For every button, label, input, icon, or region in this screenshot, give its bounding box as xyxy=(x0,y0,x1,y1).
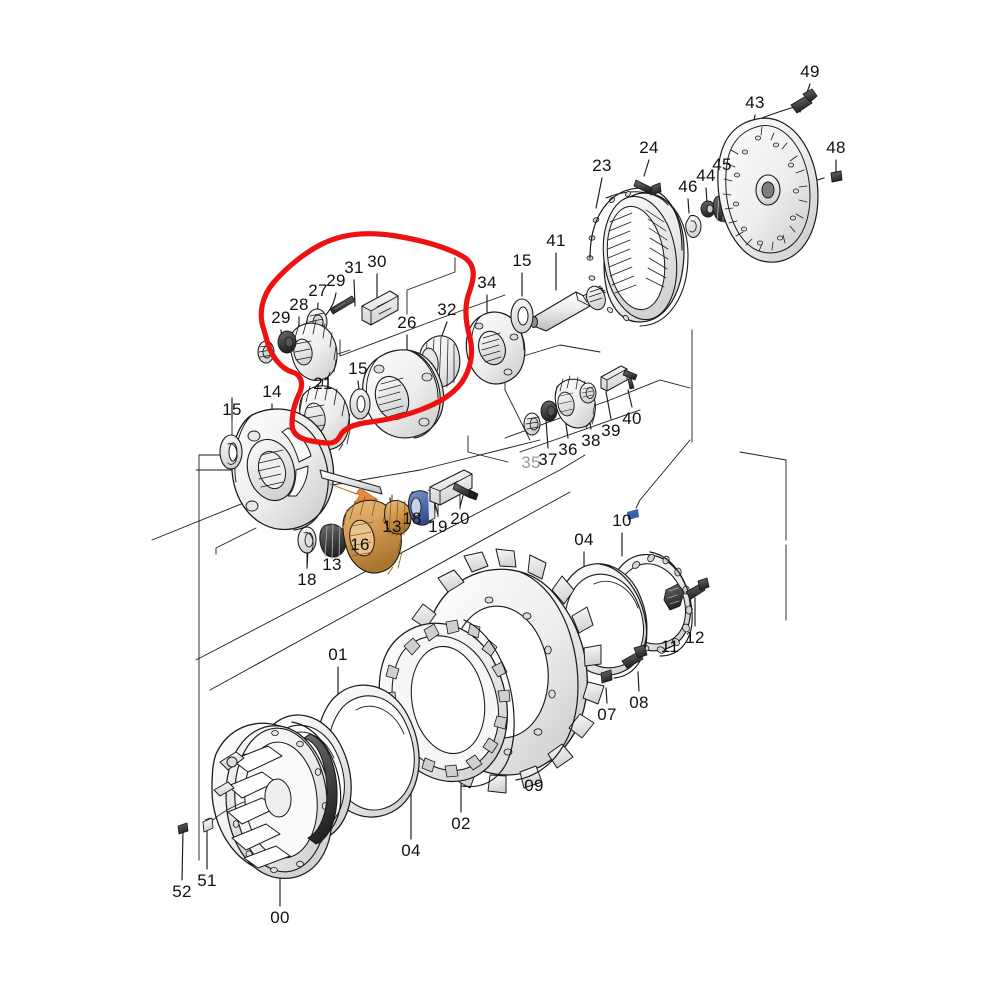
part-label-12: 12 xyxy=(685,628,705,647)
part-label-09: 09 xyxy=(524,776,544,795)
part-label-36: 36 xyxy=(558,440,578,459)
part-label-39: 39 xyxy=(601,421,621,440)
part-07-plug-pin xyxy=(600,669,613,684)
part-label-32: 32 xyxy=(437,300,457,319)
part-label-15: 15 xyxy=(512,251,532,270)
part-label-11: 11 xyxy=(660,637,680,656)
part-label-27: 27 xyxy=(308,281,328,300)
part-13-thrust-washer-b xyxy=(384,498,412,537)
part-00-travel-motor-housing xyxy=(211,722,338,879)
part-39-pin-shaft xyxy=(600,365,628,392)
callout-guide-lines xyxy=(151,257,787,861)
part-19-bushing xyxy=(429,469,473,506)
part-43-cover-plate xyxy=(717,117,819,263)
part-label-19: 19 xyxy=(428,517,448,536)
part-28-spacer-collar xyxy=(277,330,297,354)
part-label-04: 04 xyxy=(574,530,594,549)
part-label-13: 13 xyxy=(322,555,342,574)
part-23-internal-ring-gear xyxy=(586,187,689,327)
part-label-04: 04 xyxy=(401,841,421,860)
part-label-20: 20 xyxy=(450,509,470,528)
part-label-02: 02 xyxy=(451,814,471,833)
part-26-planet-carrier xyxy=(362,349,445,439)
part-12-socket-bolt xyxy=(685,577,710,600)
part-15-thrust-washer-a xyxy=(219,434,243,470)
part-label-10: 10 xyxy=(612,511,632,530)
part-label-51: 51 xyxy=(197,871,217,890)
part-label-18: 18 xyxy=(402,509,422,528)
part-11-retainer-clip xyxy=(663,583,685,611)
part-52-rivet xyxy=(177,822,189,835)
part-label-37: 37 xyxy=(538,450,558,469)
part-27-planet-gear xyxy=(288,319,338,381)
part-30-pin-shaft xyxy=(361,290,399,326)
part-label-00: 00 xyxy=(270,908,290,927)
part-label-44: 44 xyxy=(696,166,716,185)
part-37-spacer-collar xyxy=(540,400,558,422)
part-40-spring-pin xyxy=(622,369,638,390)
part-label-08: 08 xyxy=(629,693,649,712)
part-38-needle-bearing xyxy=(579,382,597,404)
part-48-plug xyxy=(830,170,843,183)
part-label-38: 38 xyxy=(581,431,601,450)
blue-marker-10 xyxy=(627,509,639,520)
part-label-46: 46 xyxy=(678,177,698,196)
part-02-tapered-roller-bearing xyxy=(378,619,515,788)
part-label-29: 29 xyxy=(271,308,291,327)
part-label-29: 29 xyxy=(326,271,346,290)
part-20-dowel-pin xyxy=(452,482,479,501)
part-label-21: 21 xyxy=(313,374,333,393)
part-label-14: 14 xyxy=(262,382,282,401)
part-label-48: 48 xyxy=(826,138,846,157)
part-label-49: 49 xyxy=(800,62,820,81)
part-46-snap-ring xyxy=(685,215,702,238)
part-label-01: 01 xyxy=(328,645,348,664)
part-label-07: 07 xyxy=(597,705,617,724)
red-freehand-highlight xyxy=(258,231,476,446)
part-label-31: 31 xyxy=(344,258,364,277)
part-08-hex-bolt xyxy=(621,644,648,669)
part-label-16: 16 xyxy=(350,535,370,554)
part-label-43: 43 xyxy=(745,93,765,112)
part-15-thrust-washer-c xyxy=(510,298,534,334)
part-label-52: 52 xyxy=(172,882,192,901)
part-label-18: 18 xyxy=(297,570,317,589)
part-label-24: 24 xyxy=(639,138,659,157)
part-24-hex-bolt xyxy=(633,179,662,196)
part-31-spring-pin xyxy=(329,295,356,315)
part-label-34: 34 xyxy=(477,273,497,292)
orange-assembly-arrow xyxy=(330,484,378,504)
part-15-thrust-washer-b xyxy=(349,388,371,420)
part-label-28: 28 xyxy=(289,295,309,314)
part-51-name-plate xyxy=(202,801,245,833)
part-34-carrier-plate xyxy=(465,311,526,385)
part-label-30: 30 xyxy=(367,252,387,271)
part-label-23: 23 xyxy=(592,156,612,175)
part-label-15: 15 xyxy=(222,400,242,419)
part-label-45: 45 xyxy=(712,155,732,174)
part-35-bearing xyxy=(523,412,541,436)
part-18-needle-bearing-a xyxy=(297,526,317,554)
part-49-hex-bolt xyxy=(790,88,818,114)
part-label-13: 13 xyxy=(382,517,402,536)
part-label-15: 15 xyxy=(348,359,368,378)
part-label-41: 41 xyxy=(546,231,566,250)
part-13-thrust-washer-a xyxy=(319,522,347,560)
part-label-26: 26 xyxy=(397,313,417,332)
part-label-40: 40 xyxy=(622,409,642,428)
part-label-35: 35 xyxy=(521,453,541,472)
